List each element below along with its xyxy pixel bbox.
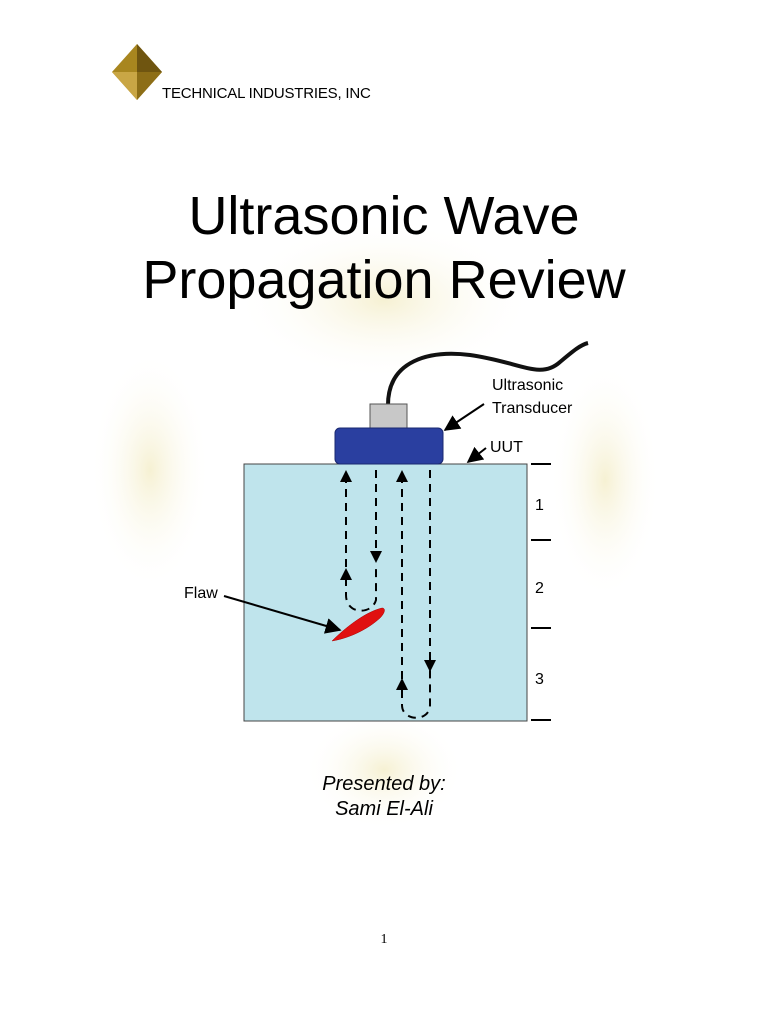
presented-by-label: Presented by: (322, 773, 446, 795)
gold-diamond-icon (112, 44, 162, 100)
arrow-down-1 (370, 551, 382, 563)
title-line-1: Ultrasonic Wave (188, 186, 580, 246)
scale-label-2: 2 (535, 580, 544, 597)
title-line-2: Propagation Review (142, 250, 626, 310)
document-title: Ultrasonic Wave Propagation Review (0, 184, 768, 312)
scale-label-3: 3 (535, 671, 544, 688)
uut-label: UUT (490, 439, 523, 456)
back-wall-curve (401, 670, 431, 719)
scale-label-1: 1 (535, 497, 544, 514)
transducer-pointer (443, 403, 485, 431)
presenter-name: Sami El-Ali (335, 798, 433, 820)
transducer-connector (369, 403, 408, 431)
flaw-shape (331, 607, 385, 642)
arrow-up-3 (396, 470, 408, 482)
transducer-label-line1: Ultrasonic (492, 377, 563, 394)
uut-pointer (466, 446, 487, 463)
transducer-body (334, 427, 444, 465)
arrow-up-1 (340, 470, 352, 482)
flaw-label: Flaw (184, 585, 218, 602)
transducer-cable (386, 341, 589, 406)
ultrasonic-diagram: Ultrasonic Transducer UUT Flaw 1 2 3 (184, 341, 589, 722)
arrow-up-4 (396, 678, 408, 690)
page-number: 1 (380, 932, 388, 947)
flaw-pointer (223, 595, 342, 634)
reflection-curve-1 (345, 568, 377, 612)
uut-block (243, 463, 528, 722)
transducer-label-line2: Transducer (492, 400, 573, 417)
presenter-block: Presented by: Sami El-Ali (0, 772, 768, 822)
arrow-up-2 (340, 568, 352, 580)
company-name: TECHNICAL INDUSTRIES, INC (162, 85, 371, 102)
arrow-down-2 (424, 660, 436, 672)
